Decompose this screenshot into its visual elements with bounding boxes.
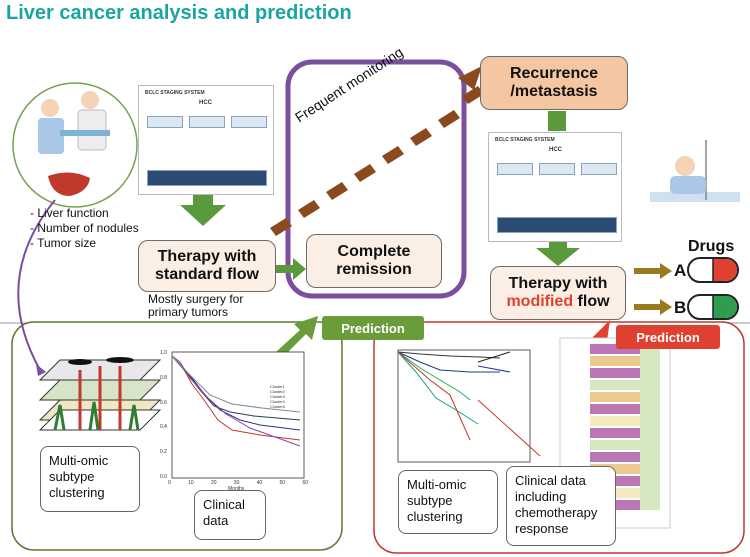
right-clinical-box: Clinical data including chemotherapy res…	[506, 466, 616, 546]
remission-line1: Complete	[337, 242, 411, 260]
right-box1-line2: subtype	[407, 493, 453, 508]
staging-hcc-2: HCC	[549, 147, 562, 153]
arrow-drug-b	[634, 299, 672, 315]
arrow-therapy-remission	[275, 258, 306, 280]
km-plot-left	[171, 351, 305, 479]
stage-d-box	[231, 116, 267, 128]
right-box1-line1: Multi-omic	[407, 477, 467, 492]
pill-a	[687, 257, 739, 283]
recurrence-line1: Recurrence	[509, 64, 599, 82]
therapy-standard-box: Therapy with standard flow	[138, 240, 276, 292]
staging-header-1: BCLC STAGING SYSTEM	[145, 90, 205, 96]
arrow-drug-a	[634, 263, 672, 279]
km-xtick: 30	[233, 480, 240, 486]
km-legend-item: Cluster4	[270, 399, 285, 404]
stage-treatment-row	[147, 170, 267, 186]
km-xtick: 10	[188, 480, 194, 486]
right-box2-line2: including	[515, 489, 567, 504]
note-line2: primary tumors	[148, 305, 229, 319]
km-ytick: 0.0	[160, 473, 167, 480]
flow-word: flow	[573, 293, 610, 310]
arrow-down-staging	[180, 193, 226, 226]
km-legend-item: Cluster1	[270, 384, 285, 389]
recurrence-box: Recurrence /metastasis	[480, 56, 628, 110]
km-y-ticks: 0.0 0.2 0.4 0.6 0.8 1.0	[160, 350, 167, 480]
km-ytick: 0.4	[160, 424, 167, 431]
remission-line2: remission	[336, 261, 412, 278]
km-legend-item: Cluster5	[270, 404, 285, 409]
km-xtick: 50	[279, 480, 286, 486]
drugs-title: Drugs	[688, 238, 735, 255]
km-ytick: 0.2	[160, 449, 167, 456]
input-factors: - Liver function - Number of nodules - T…	[30, 206, 139, 251]
therapy-modified-box: Therapy with modified flow	[490, 266, 626, 320]
right-box1-line3: clustering	[407, 509, 463, 524]
bed-patient-head	[675, 156, 695, 176]
note-line1: Mostly surgery for	[148, 292, 244, 306]
km-xtick: 60	[302, 480, 308, 486]
km-ytick: 1.0	[160, 350, 167, 356]
staging-hcc-1: HCC	[199, 100, 212, 106]
monitoring-arrow	[270, 66, 484, 236]
page-title: Liver cancer analysis and prediction	[6, 2, 352, 24]
bullet-liver-function: - Liver function	[30, 206, 109, 220]
patient-head	[41, 99, 59, 117]
stage2-treatment-row	[497, 217, 617, 233]
km-legend-item: Cluster2	[270, 389, 285, 394]
km-plot-right	[397, 349, 541, 463]
multiomic-layers-left	[38, 357, 162, 431]
purple-curve	[17, 199, 56, 371]
liver-icon	[48, 172, 90, 196]
purple-highlight	[285, 59, 467, 299]
stage2-ac-box	[539, 163, 575, 175]
prediction-tag-right: Prediction	[616, 325, 720, 349]
drug-b-label: B	[674, 298, 687, 317]
staging-chart-1: BCLC STAGING SYSTEM HCC	[138, 85, 274, 195]
stage-0-box	[147, 116, 183, 128]
km-xtick: 40	[256, 480, 263, 486]
km-ytick: 0.8	[160, 374, 167, 381]
km-legend-item: Cluster3	[270, 394, 285, 399]
pill-b	[687, 294, 739, 320]
therapy-standard-line2: standard flow	[154, 266, 259, 283]
bullet-tumor-size: - Tumor size	[30, 236, 97, 250]
drug-a-label: A	[674, 261, 687, 280]
modified-word: modified	[506, 293, 574, 310]
doctor-head	[81, 91, 99, 109]
bullet-nodules: - Number of nodules	[30, 221, 139, 235]
left-box2-line2: data	[203, 513, 229, 528]
km-xtick: 0	[168, 480, 171, 486]
right-box2-line3: chemotherapy	[515, 505, 598, 520]
prediction-tag-left: Prediction	[322, 316, 424, 340]
therapy-modified-line1: Therapy with	[508, 274, 608, 292]
right-clustering-box: Multi-omic subtype clustering	[398, 470, 498, 534]
therapy-note: Mostly surgery for primary tumors	[148, 293, 243, 319]
left-clustering-box: Multi-omic subtype clustering	[40, 446, 140, 512]
staging-chart-2: BCLC STAGING SYSTEM HCC	[488, 132, 622, 242]
arrow-recurrence-down	[548, 111, 566, 131]
bed-icon	[650, 192, 740, 202]
left-box1-line3: clustering	[49, 485, 105, 500]
therapy-standard-line1: Therapy with	[157, 247, 257, 265]
therapy-modified-line2: modified flow	[506, 293, 609, 311]
km-legend: Cluster1 Cluster2 Cluster3 Cluster4 Clus…	[270, 384, 285, 409]
km-x-ticks: 0 10 20 30 40 50 60	[168, 480, 308, 486]
left-clinical-box: Clinical data	[194, 490, 266, 540]
stage2-0-box	[497, 163, 533, 175]
staging-header-2: BCLC STAGING SYSTEM	[495, 137, 555, 143]
arrow-down-staging2	[536, 238, 580, 266]
stage-ac-box	[189, 116, 225, 128]
stage2-d-box	[581, 163, 617, 175]
right-box2-line4: response	[515, 521, 569, 536]
left-box1-line2: subtype	[49, 469, 95, 484]
km-xlabel: Months	[228, 486, 245, 492]
km-xtick: 20	[210, 480, 217, 486]
remission-box: Complete remission	[306, 234, 442, 288]
km-ytick: 0.6	[160, 399, 167, 406]
left-box1-line1: Multi-omic	[49, 453, 109, 468]
right-box2-line1: Clinical data	[515, 473, 586, 488]
recurrence-line2: /metastasis	[510, 83, 598, 100]
left-box2-line1: Clinical	[203, 497, 245, 512]
